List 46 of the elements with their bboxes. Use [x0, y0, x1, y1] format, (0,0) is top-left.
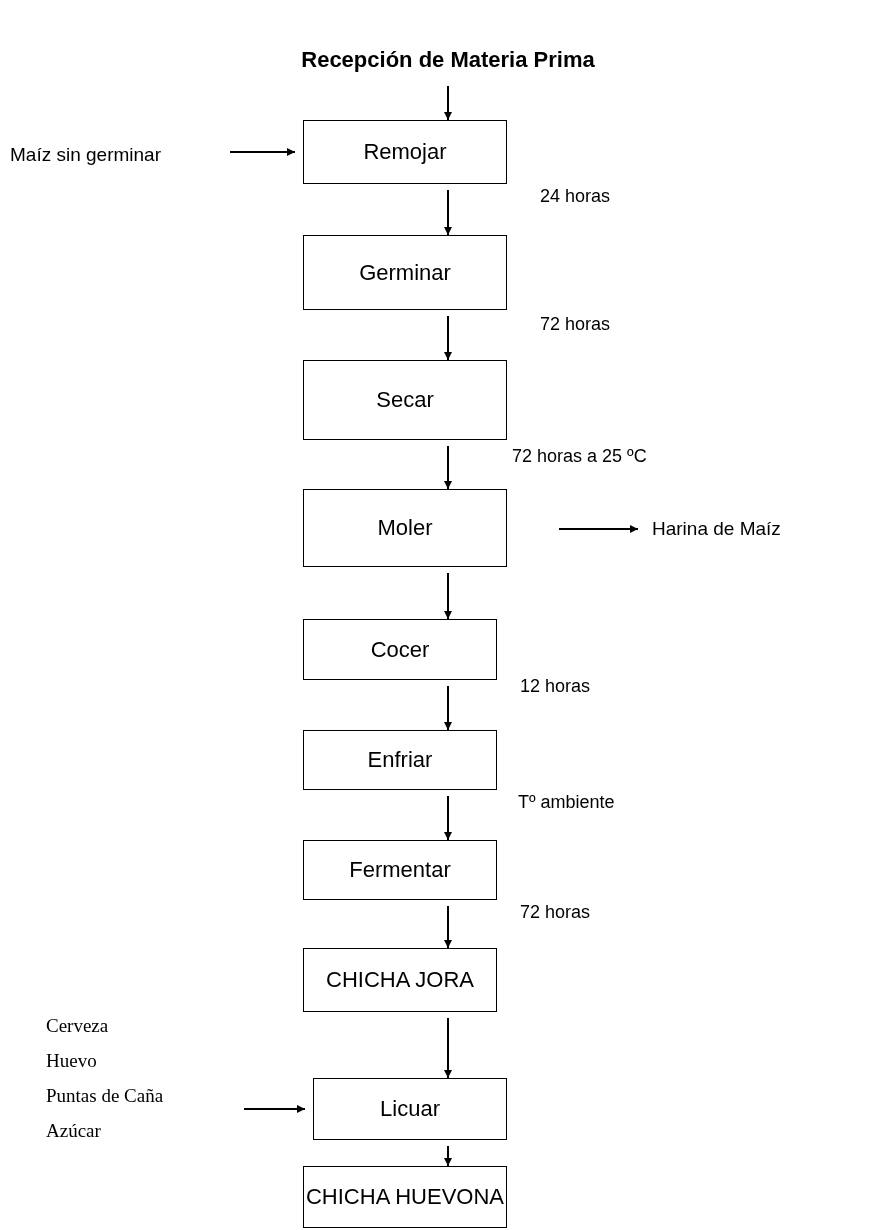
process-box — [303, 360, 507, 440]
duration-note: Tº ambiente — [518, 792, 615, 813]
text-label: Azúcar — [46, 1119, 101, 1143]
step-label: CHICHA HUEVONA — [305, 1184, 504, 1210]
process-box — [313, 1078, 507, 1140]
text-label: Puntas de Caña — [46, 1084, 164, 1108]
duration-note: 12 horas — [520, 676, 591, 697]
process-box — [303, 948, 497, 1012]
duration-note: 24 horas — [540, 186, 611, 207]
process-box — [303, 120, 507, 184]
step-label: CHICHA JORA — [326, 967, 474, 993]
arrow — [229, 148, 296, 156]
process-box — [303, 840, 497, 900]
arrow — [444, 795, 452, 841]
process-box — [303, 235, 507, 310]
process-box — [303, 489, 507, 567]
arrow — [444, 905, 452, 949]
step-label: Moler — [377, 515, 433, 541]
arrow — [444, 85, 452, 121]
step-label: Licuar — [380, 1096, 440, 1122]
arrow — [444, 189, 452, 236]
duration-note: 72 horas — [540, 314, 611, 335]
text-label: Recepción de Materia Prima — [301, 47, 595, 73]
step-label: Fermentar — [349, 857, 451, 883]
text-label: Maíz sin germinar — [10, 144, 161, 166]
process-box — [303, 730, 497, 790]
step-label: Germinar — [359, 259, 451, 286]
arrow — [444, 1017, 452, 1079]
arrow — [243, 1105, 306, 1113]
arrow — [444, 572, 452, 620]
step-label: Enfriar — [367, 747, 433, 773]
text-label: Cerveza — [46, 1014, 109, 1038]
arrow — [558, 525, 639, 533]
process-box — [303, 1166, 507, 1228]
step-label: Remojar — [363, 139, 447, 165]
step-label: Cocer — [370, 636, 430, 663]
duration-note: 72 horas a 25 ºC — [512, 446, 647, 467]
text-label: Huevo — [46, 1049, 97, 1073]
text-label: Harina de Maíz — [652, 518, 781, 540]
arrow — [444, 315, 452, 361]
duration-note: 72 horas — [520, 902, 591, 923]
process-box — [303, 619, 497, 680]
step-label: Secar — [376, 387, 434, 413]
arrow — [444, 445, 452, 490]
arrow — [444, 1145, 452, 1167]
arrow — [444, 685, 452, 731]
